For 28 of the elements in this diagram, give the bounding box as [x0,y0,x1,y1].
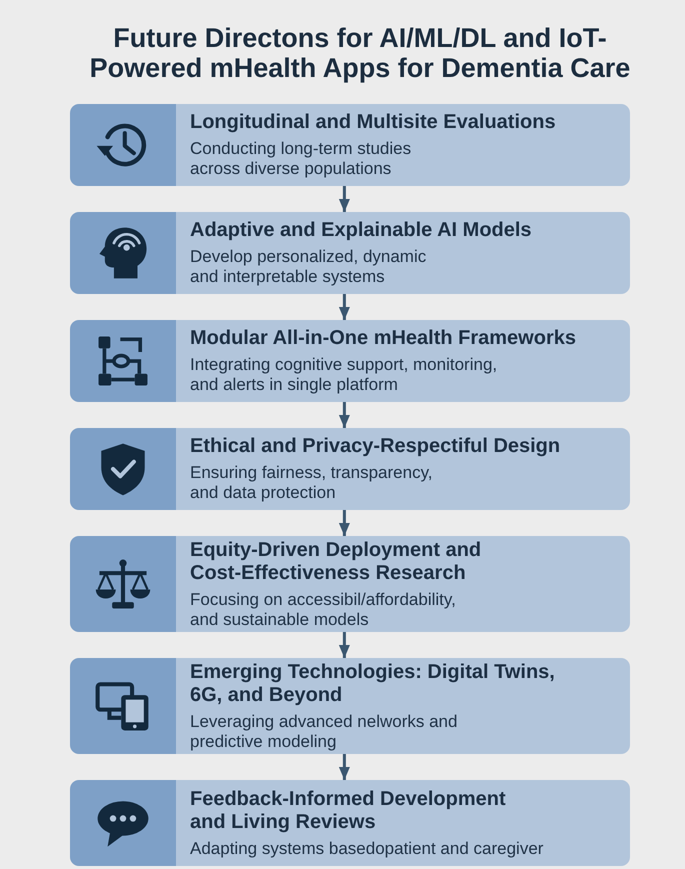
arrow [338,186,350,212]
arrow [338,402,350,428]
title: Future Directons for AI/ML/DL and IoT-Powered mHealth Apps for Dementia Care [88,23,632,83]
step-description: Integrating cognitive support, monitoring, and alerts in single platform [190,355,498,395]
step-description: Conducting long-term studies across diverse populations [190,139,412,179]
step-box [70,658,630,754]
step-box [70,536,630,632]
step-description: Develop personalized, dynamic and interpretable systems [190,247,428,287]
arrow [338,510,350,536]
step-title: Longitudinal and Multisite Evaluations [190,111,556,134]
step-box [70,320,630,402]
step-title: Modular All-in-One mHealth Frameworks [190,327,576,350]
arrow [338,632,350,658]
step-box [70,212,630,294]
step-title: Adaptive and Explainable AI Models [190,219,532,242]
step-title: Ethical and Privacy-Respectiful Design [190,435,560,458]
step-description: Adapting systems basedopatient and caregiver [190,838,544,858]
arrow [338,294,350,320]
arrow [338,754,350,780]
step-description: Ensuring fairness, transparency, and data protection [190,463,434,503]
step-box [70,104,630,186]
step-description: Focusing on accessibil/affordability, and sustainable models [190,590,457,630]
step-box [70,780,630,866]
step-title: Feedback-Informed Development and Living Reviews [190,788,507,834]
step-title: Equity-Driven Deployment and Cost-Effectiveness Research [190,538,482,584]
step-description: Leveraging advanced nelworks and predictive modeling [190,712,458,752]
step-box [70,428,630,510]
step-title: Emerging Technologies: Digital Twins, 6G, and Beyond [190,660,556,706]
